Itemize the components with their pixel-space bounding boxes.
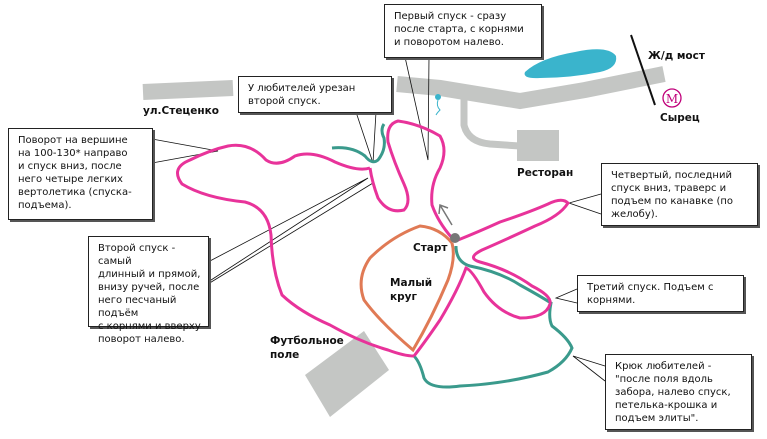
restaurant-access-road [460, 95, 521, 150]
rail-bridge-label: Ж/д мост [648, 50, 705, 62]
amateur-track-cut [331, 123, 386, 164]
callout-second-descent: Второй спуск - самый длинный и прямой, в… [88, 236, 209, 345]
elite-track-first-loop [368, 119, 454, 239]
amateur-track-hook [412, 245, 574, 389]
rail-bridge-line [630, 34, 656, 106]
callout-fourth-descent: Четвертый, последний спуск вниз, траверс… [601, 163, 758, 226]
metro-station-label: Сырец [660, 112, 700, 124]
street-label: ул.Стеценко [143, 105, 219, 117]
direction-arrow-icon [439, 204, 453, 226]
small-loop-track [359, 224, 455, 353]
callout-summit-turn: Поворот на вершине на 100-130* направо и… [8, 128, 153, 220]
football-field [305, 331, 389, 417]
callout-amateur-hook: Крюк любителей - "после поля вдоль забор… [605, 354, 752, 430]
metro-icon [662, 88, 682, 108]
start-label: Старт [413, 242, 448, 254]
callout-amateurs-cut: У любителей урезан второй спуск. [238, 76, 392, 113]
street-stetsenko-road [142, 80, 234, 100]
callout-first-descent: Первый спуск - сразу после старта, с кор… [384, 4, 542, 58]
elite-track [176, 119, 570, 358]
stream-marker-icon [435, 94, 441, 100]
small-loop-label: Малый круг [390, 277, 433, 303]
restaurant-label: Ресторан [517, 167, 574, 179]
metro-letter: M [666, 92, 678, 106]
main-road [396, 66, 666, 110]
lake [524, 49, 617, 79]
callout-third-descent: Третий спуск. Подъем с корнями. [577, 275, 744, 312]
elite-track-fourth-loop [412, 198, 570, 357]
restaurant-building [517, 130, 559, 161]
elite-track-left-loop [176, 143, 415, 358]
football-field-label: Футбольное поле [270, 335, 344, 361]
start-point-icon [450, 233, 460, 243]
